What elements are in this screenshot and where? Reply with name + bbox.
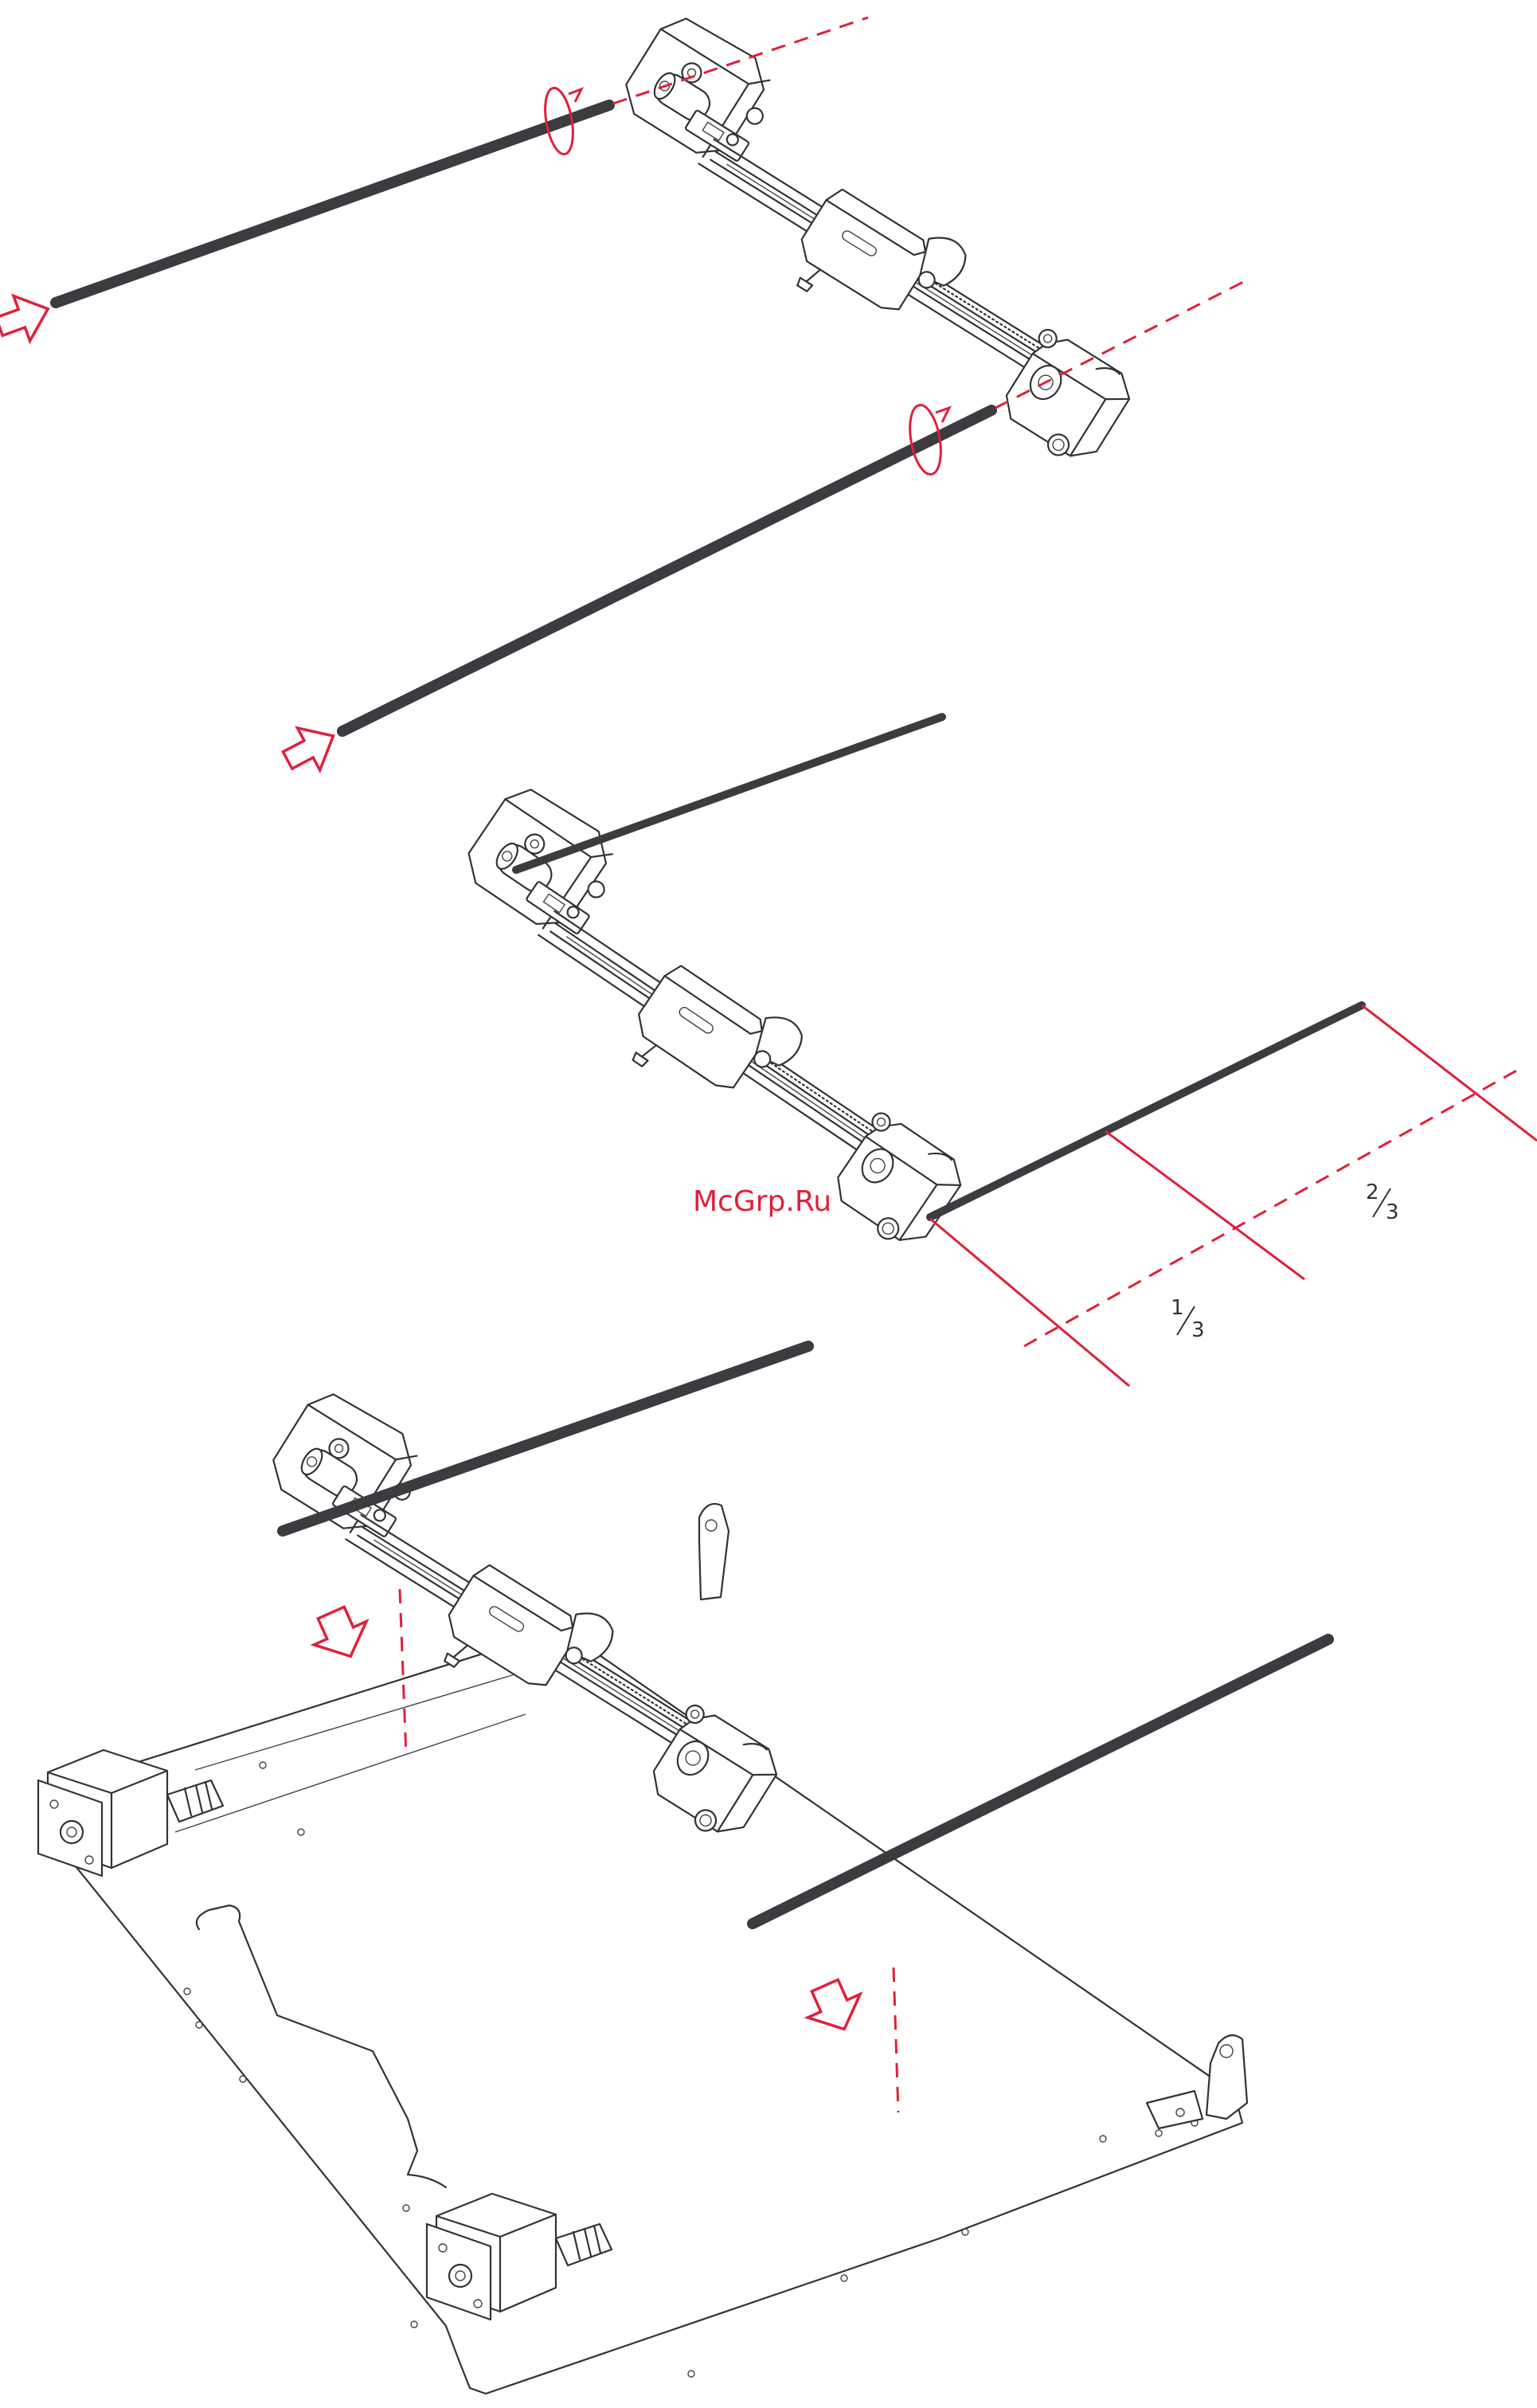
insert-arrow-icon xyxy=(276,715,345,781)
step-3-group xyxy=(38,1346,1328,2394)
fraction-two-thirds-numerator: 2 xyxy=(1366,1181,1379,1204)
down-arrow-icon xyxy=(305,1601,377,1668)
rod-lower-1 xyxy=(276,280,1246,781)
rod-upper-2 xyxy=(516,717,942,870)
fraction-two-thirds-denominator: 3 xyxy=(1386,1200,1399,1224)
fraction-one-third-denominator: 3 xyxy=(1191,1318,1205,1342)
fraction-one-third-numerator: 1 xyxy=(1171,1296,1184,1320)
rod-lower-3 xyxy=(753,1639,1328,1924)
rod-lower-2 xyxy=(930,1005,1362,1217)
measure-lines xyxy=(930,1005,1537,1386)
base-plate xyxy=(40,1629,1242,2394)
fraction-one-third: 1 3 xyxy=(1171,1296,1205,1342)
fraction-two-thirds: 2 3 xyxy=(1366,1181,1399,1224)
carriage-upper xyxy=(580,7,1177,472)
step-1-group xyxy=(0,7,1246,781)
watermark: McGrp.Ru xyxy=(693,1185,831,1218)
insert-arrow-icon xyxy=(0,287,56,350)
step-2-group: 2 3 1 3 McGrp.Ru xyxy=(420,717,1537,1386)
bracket-left xyxy=(699,1504,729,1599)
